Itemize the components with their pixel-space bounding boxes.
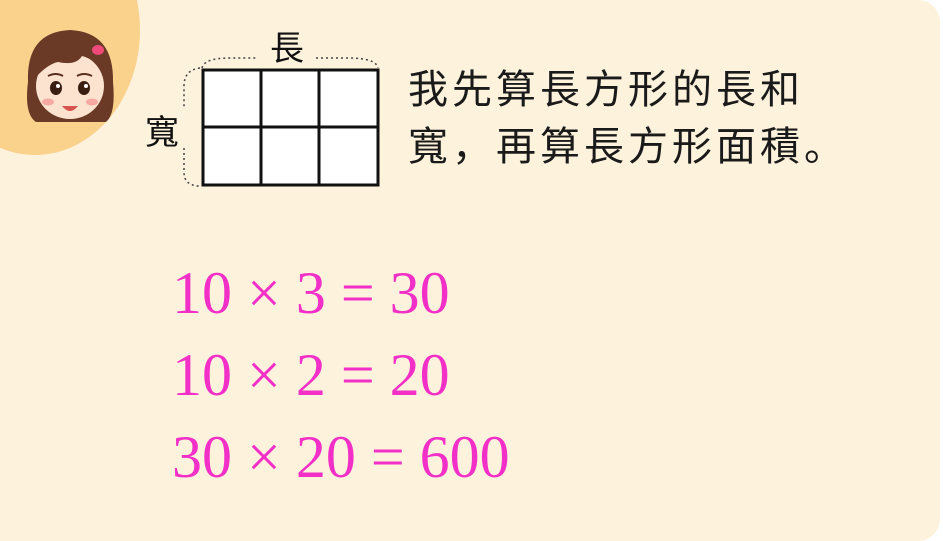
explanation-text: 我先算長方形的長和 寬，再算長方形面積。: [408, 62, 928, 176]
girl-avatar-icon: [27, 30, 114, 122]
explanation-line-1: 我先算長方形的長和: [408, 67, 804, 113]
width-label: 寬: [145, 113, 179, 153]
length-label: 長: [270, 29, 304, 69]
equation-line: 30 × 20 = 600: [172, 424, 510, 490]
rectangle-grid-diagram: 長 寬: [145, 29, 380, 187]
equation-line: 10 × 2 = 20: [172, 342, 450, 408]
equation-line: 10 × 3 = 30: [172, 260, 450, 326]
explanation-line-2: 寬，再算長方形面積。: [408, 124, 848, 170]
equation-list: 10 × 3 = 30 10 × 2 = 20 30 × 20 = 600: [172, 252, 510, 498]
